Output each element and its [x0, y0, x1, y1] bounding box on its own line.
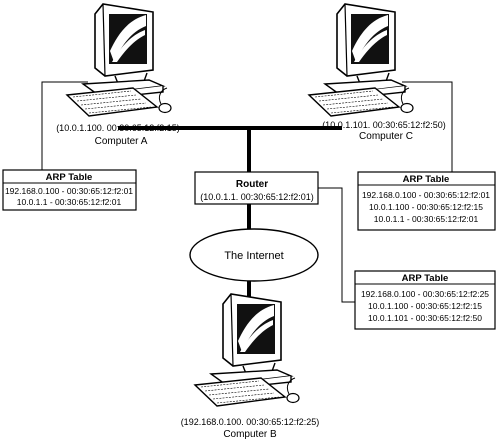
arp-table-computer-a: ARP Table 192.168.0.100 - 00:30:65:12:f2… — [2, 169, 137, 211]
computer-c-address: (10.0.1.101. 00:30:65:12:f2:50) — [322, 120, 446, 130]
computer-a-address: (10.0.1.100. 00:30:65:12:f2:15) — [56, 123, 180, 133]
router-address: (10.0.1.1. 00:30:65:12:f2:01) — [200, 192, 314, 202]
connector-computer-a-arp — [41, 81, 88, 170]
internet-label: The Internet — [224, 250, 283, 262]
internet-cloud: The Internet — [189, 228, 319, 282]
arp-table-row: 192.168.0.100 - 00:30:65:12:f2:01 — [5, 186, 133, 196]
computer-c-name: Computer C — [359, 131, 413, 142]
arp-table-row: 10.0.1.101 - 00:30:65:12:f2:50 — [368, 313, 482, 323]
arp-table-title: ARP Table — [402, 273, 449, 284]
arp-table-title: ARP Table — [403, 174, 450, 185]
arp-table-router: ARP Table 192.168.0.100 - 00:30:65:12:f2… — [354, 270, 496, 330]
router-title: Router — [236, 179, 268, 190]
computer-a-icon — [66, 3, 172, 117]
computer-c-icon — [308, 3, 414, 117]
router-box: Router (10.0.1.1. 00:30:65:12:f2:01) — [194, 171, 319, 205]
arp-table-row: 10.0.1.100 - 00:30:65:12:f2:15 — [368, 301, 482, 311]
network-cables — [41, 81, 453, 303]
arp-table-row: 10.0.1.100 - 00:30:65:12:f2:15 — [369, 202, 483, 212]
arp-table-row: 10.0.1.1 - 00:30:65:12:f2:01 — [374, 214, 479, 224]
arp-table-computer-c: ARP Table 192.168.0.100 - 00:30:65:12:f2… — [357, 171, 496, 231]
computer-b-address: (192.168.0.100. 00:30:65:12:f2:25) — [181, 417, 320, 427]
computer-b-name: Computer B — [223, 429, 277, 440]
arp-table-row: 10.0.1.1 - 00:30:65:12:f2:01 — [17, 197, 122, 207]
arp-table-row: 192.168.0.100 - 00:30:65:12:f2:25 — [361, 289, 489, 299]
connector-computer-c-arp — [402, 81, 453, 172]
computer-a-name: Computer A — [95, 136, 148, 147]
computer-b-icon — [194, 293, 300, 407]
arp-table-title: ARP Table — [46, 172, 93, 183]
arp-table-row: 192.168.0.100 - 00:30:65:12:f2:01 — [362, 190, 490, 200]
connector-router-arp — [318, 187, 355, 303]
